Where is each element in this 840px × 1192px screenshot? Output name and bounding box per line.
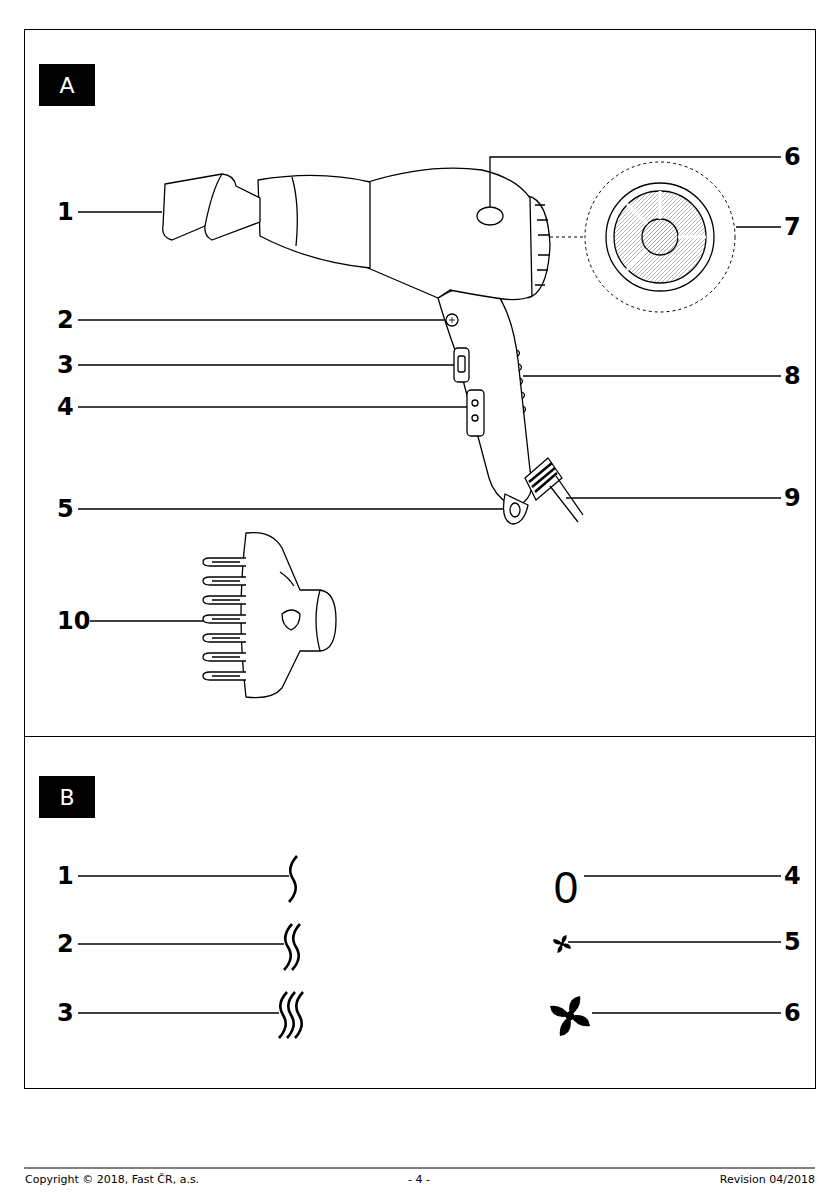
callout-number: 2 <box>57 932 74 956</box>
footer-text: Copyright © 2018, Fast ČR, a.s. <box>25 1174 199 1185</box>
footer-text: Revision 04/2018 <box>720 1174 815 1185</box>
callout-number: 7 <box>784 215 801 239</box>
figure-panel: B <box>24 736 816 1089</box>
callout-number: 2 <box>57 308 74 332</box>
panel-heading: B <box>39 776 95 818</box>
figure-panel: A <box>24 29 816 737</box>
callout-number: 1 <box>57 200 74 224</box>
callout-number: 5 <box>784 930 801 954</box>
callout-number: 9 <box>784 486 801 510</box>
panel-heading: A <box>39 64 95 106</box>
callout-number: 4 <box>784 864 801 888</box>
callout-number: 3 <box>57 1001 74 1025</box>
callout-number: 6 <box>784 1001 801 1025</box>
callout-number: 5 <box>57 497 74 521</box>
footer-text: - 4 - <box>408 1174 430 1185</box>
callout-number: 6 <box>784 145 801 169</box>
callout-number: 3 <box>57 353 74 377</box>
callout-number: 1 <box>57 864 74 888</box>
off-symbol: 0 <box>554 866 578 910</box>
callout-number: 10 <box>57 609 90 633</box>
callout-number: 4 <box>57 395 74 419</box>
callout-number: 8 <box>784 364 801 388</box>
